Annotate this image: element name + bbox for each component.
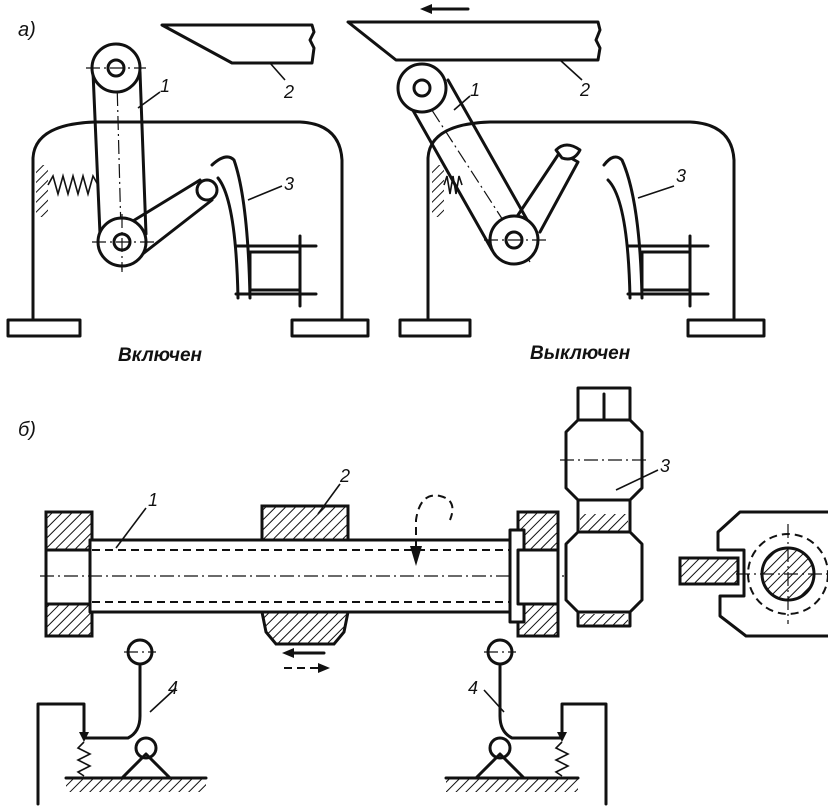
rotation-arrow [415,494,454,548]
panel-a-right-off-state: 1 2 3 Выключен [346,4,766,364]
callout-2-b: 2 [339,466,350,486]
collar-cam [260,610,350,646]
callout-4-right: 4 [468,678,478,698]
base-foot-left [398,318,472,338]
section-frame [716,510,828,638]
latch [602,155,644,300]
panel-b-label: б) [18,419,36,441]
callout-2-left: 2 [283,82,294,102]
lever [404,78,536,252]
callout-1-left: 1 [160,76,170,96]
callout-1-b: 1 [148,490,158,510]
stop-bar [346,20,602,62]
callout-3-b: 3 [660,456,670,476]
section-bar [678,556,740,586]
callout-2-right: 2 [579,80,590,100]
base-foot-right [686,318,766,338]
wall-hatch [432,165,444,217]
lever-right: 4 [444,638,608,806]
gear [560,386,650,628]
caption-on: Включен [118,345,203,366]
stop-bar [160,23,316,65]
panel-a-left-on-state: 1 2 3 Включен [6,23,370,366]
wall-hatch [36,165,48,217]
panel-b-section-view [678,510,828,638]
panel-b-shaft-assembly: 1 2 3 [40,386,670,673]
spring [443,175,463,195]
spring [47,173,99,197]
arm-tip [554,143,582,161]
latch [210,155,252,300]
collar [260,504,350,542]
lever [91,70,148,236]
callout-1-right: 1 [470,80,480,100]
callout-3-right: 3 [676,166,686,186]
coil [626,234,710,308]
arm-tip [195,178,219,202]
base-foot-left [6,318,82,338]
coil [234,234,318,308]
base-foot-right [290,318,370,338]
panel-a-label: а) [18,19,36,41]
lever-left: 4 [36,638,208,806]
caption-off: Выключен [530,343,631,364]
callout-4-left: 4 [168,678,178,698]
callout-3-left: 3 [284,174,294,194]
